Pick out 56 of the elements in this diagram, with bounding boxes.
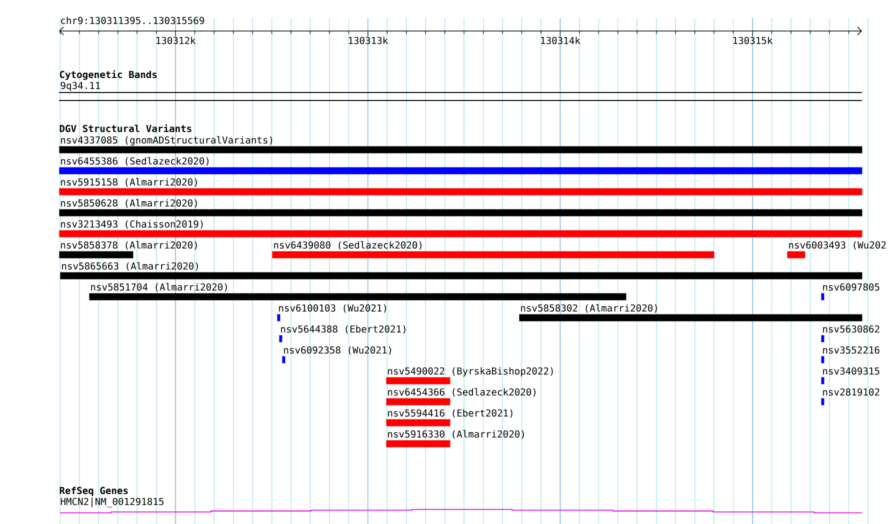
variant-bar: nsv5850628 (Almarri2020)	[59, 199, 862, 216]
node-label: nsv5865663 (Almarri2020)	[62, 262, 198, 271]
variant-bar: nsv5858378 (Almarri2020)	[59, 241, 197, 258]
node-label: nsv5858378 (Almarri2020)	[61, 241, 197, 250]
variant-bar: nsv5851704 (Almarri2020)	[89, 283, 626, 300]
variant-bar: nsv5490022 (ByrskaBishop2022)	[386, 367, 553, 384]
node-label: nsv5630862	[823, 325, 880, 333]
node-label: nsv5915158 (Almarri2020)	[61, 178, 197, 187]
node-label: nsv5850628 (Almarri2020)	[61, 199, 197, 208]
node-label: nsv5851704 (Almarri2020)	[91, 283, 227, 292]
tick-label: 130314k	[541, 36, 580, 44]
tick-label: 130315k	[733, 36, 773, 44]
node-label: nsv5858302 (Almarri2020)	[521, 304, 657, 313]
track-title: DGV Structural Variants	[60, 124, 192, 132]
node-label: nsv6439080 (Sedlazeck2020)	[274, 241, 422, 250]
node-label: nsv6003493 (Wu202	[789, 241, 886, 250]
variant-bar: nsv5916330 (Almarri2020)	[386, 430, 524, 448]
variant-bar: nsv3409315	[821, 367, 880, 384]
variant-bar: nsv2819102	[821, 388, 880, 406]
node-label: nsv5594416 (Ebert2021)	[388, 409, 512, 418]
variant-bar: nsv5858302 (Almarri2020)	[519, 304, 862, 322]
node-label: nsv6100103 (Wu2021)	[279, 304, 386, 313]
variant-bar: nsv4337085 (gnomADStructuralVariants)	[59, 136, 862, 154]
node-label: nsv3213493 (Chaisson2019)	[61, 220, 203, 229]
band-label: 9q34.11	[60, 82, 100, 91]
node-label: nsv4337085 (gnomADStructuralVariants)	[61, 136, 272, 146]
node-label: nsv6092358 (Wu2021)	[284, 346, 392, 355]
node-label: nsv2819102	[823, 388, 880, 396]
tick-label: 130312k	[156, 36, 196, 44]
variant-bar: nsv5915158 (Almarri2020)	[59, 178, 862, 196]
node-label: nsv3409315	[823, 367, 880, 375]
node-label: nsv6097805	[823, 283, 880, 291]
variant-bar: nsv6092358 (Wu2021)	[282, 346, 391, 364]
node-label: nsv6454366 (Sedlazeck2020)	[388, 388, 536, 397]
track-title: RefSeq Genes	[60, 486, 128, 496]
variant-bar: nsv5630862	[821, 325, 880, 342]
node-label: nsv6455386 (Sedlazeck2020)	[61, 157, 208, 166]
node-label: nsv5490022 (ByrskaBishop2022)	[388, 367, 553, 376]
coordinate-label: chr9:130311395..130315569	[61, 16, 204, 24]
variant-bar: nsv3552216	[821, 346, 880, 364]
node-label: nsv5916330 (Almarri2020)	[388, 430, 524, 439]
variant-bar: nsv6455386 (Sedlazeck2020)	[59, 157, 862, 174]
variant-bar: nsv6454366 (Sedlazeck2020)	[386, 388, 536, 406]
variant-bar: nsv6100103 (Wu2021)	[277, 304, 386, 322]
variant-bar: nsv6003493 (Wu202	[787, 241, 886, 258]
track-title: Cytogenetic Bands	[60, 70, 157, 80]
node-label: nsv3552216	[823, 346, 880, 354]
node-label: nsv5644388 (Ebert2021)	[281, 325, 406, 334]
variant-bar: nsv5865663 (Almarri2020)	[60, 262, 862, 280]
variant-bar: nsv5594416 (Ebert2021)	[386, 409, 512, 426]
gene-label: HMCN2|NM_001291815	[60, 498, 164, 508]
variant-bar: nsv6097805	[821, 283, 880, 300]
variant-bar: nsv5644388 (Ebert2021)	[279, 325, 406, 342]
variant-bar: nsv6439080 (Sedlazeck2020)	[272, 241, 714, 258]
variant-bar: nsv3213493 (Chaisson2019)	[59, 220, 862, 238]
tick-label: 130313k	[348, 36, 388, 44]
